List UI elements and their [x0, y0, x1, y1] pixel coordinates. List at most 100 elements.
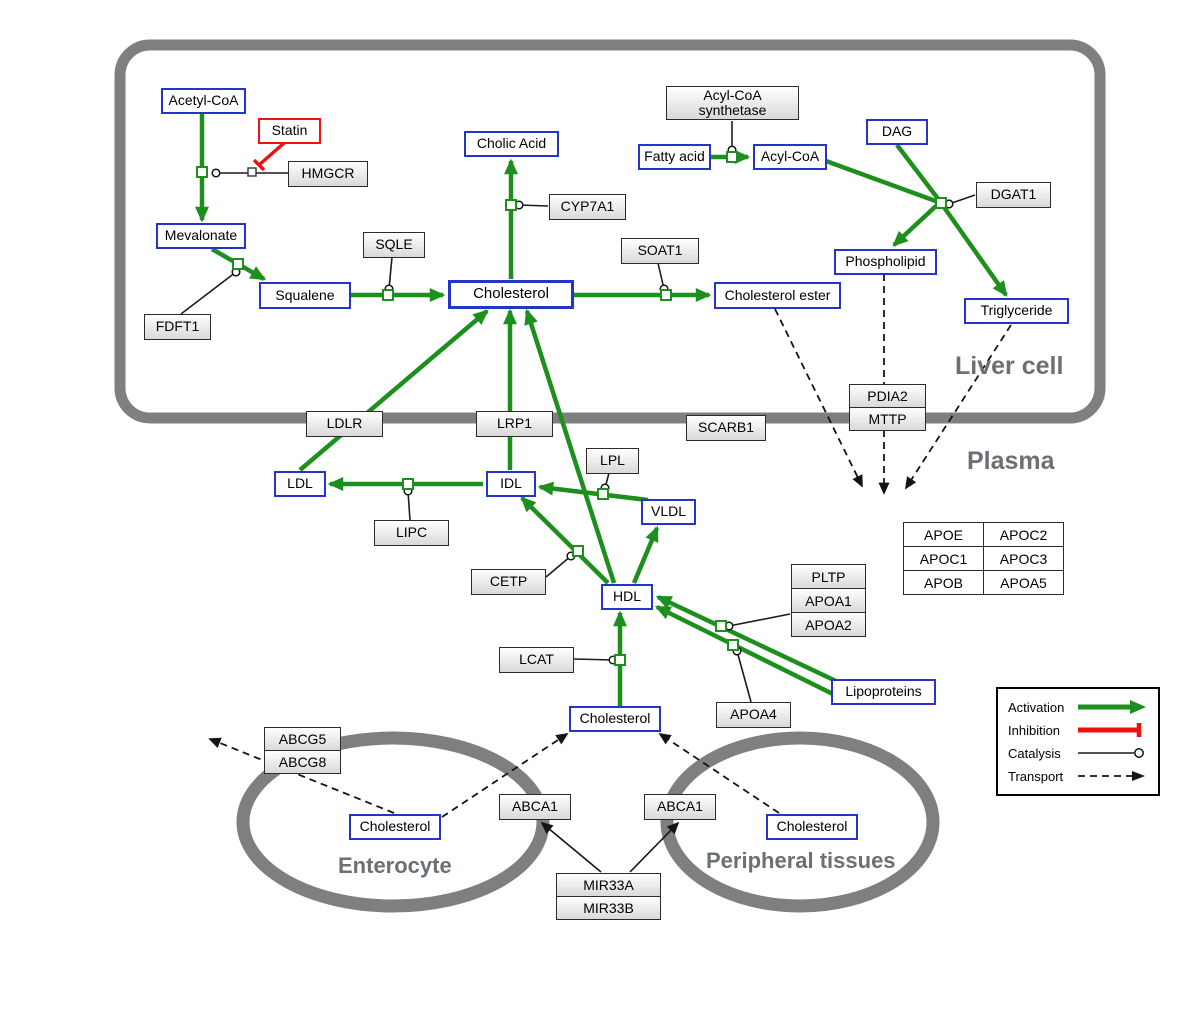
node-apoe[interactable]: APOE [903, 522, 984, 547]
node-statin[interactable]: Statin [258, 118, 321, 144]
node-lcat[interactable]: LCAT [499, 647, 574, 673]
edge-apoa4-catalysis [732, 646, 752, 703]
node-idl[interactable]: IDL [486, 471, 536, 497]
legend-inhibition-label: Inhibition [1008, 722, 1061, 738]
reaction-anchor-hmgcr [247, 167, 257, 177]
node-cholesterol-liver[interactable]: Cholesterol [448, 280, 574, 309]
legend-activation-row: Activation [1008, 698, 1148, 716]
reaction-vldl-idl [597, 488, 609, 500]
node-abca1-right[interactable]: ABCA1 [644, 794, 716, 820]
node-apoc3[interactable]: APOC3 [983, 546, 1064, 571]
reaction-mevalonate-squalene [232, 258, 244, 270]
edge-cholesterolester-secretion [774, 308, 863, 488]
edge-statin-inhibition [257, 141, 286, 167]
edge-fdft1-catalysis [180, 267, 241, 315]
node-hdl[interactable]: HDL [601, 584, 653, 610]
liver-cell-membrane [114, 39, 1106, 424]
legend: Activation Inhibition Catalysis Transpor… [996, 687, 1160, 796]
plasma-label: Plasma [967, 447, 1055, 475]
node-lipoproteins[interactable]: Lipoproteins [831, 679, 936, 705]
node-apoc2[interactable]: APOC2 [983, 522, 1064, 547]
edge-soat1-catalysis [657, 262, 669, 294]
reaction-apoa4 [727, 639, 739, 651]
node-mttp[interactable]: MTTP [849, 407, 926, 431]
node-dag[interactable]: DAG [866, 119, 928, 145]
edge-lpl-catalysis [600, 472, 610, 493]
reaction-dgat1-junction [935, 197, 947, 209]
node-vldl[interactable]: VLDL [641, 499, 696, 525]
edge-dgat1-catalysis [944, 194, 976, 209]
catalysis-symbol [1078, 748, 1144, 758]
node-apob[interactable]: APOB [903, 570, 984, 595]
edge-apoa1-apoa2-catalysis [724, 613, 791, 631]
node-fdft1[interactable]: FDFT1 [144, 314, 211, 340]
node-apoc1[interactable]: APOC1 [903, 546, 984, 571]
node-cholic-acid[interactable]: Cholic Acid [464, 131, 559, 157]
node-acyl-coa[interactable]: Acyl-CoA [753, 144, 827, 170]
node-apoa4[interactable]: APOA4 [716, 702, 791, 728]
node-apoa2[interactable]: APOA2 [791, 612, 866, 637]
node-pltp[interactable]: PLTP [791, 564, 866, 589]
node-cholesterol-plasma[interactable]: Cholesterol [569, 706, 661, 732]
node-abca1-left[interactable]: ABCA1 [499, 794, 571, 820]
complex-pltp-apoa1-apoa2: PLTP APOA1 APOA2 [791, 564, 866, 637]
node-cetp[interactable]: CETP [471, 569, 546, 595]
node-dgat1[interactable]: DGAT1 [976, 182, 1051, 208]
node-pdia2[interactable]: PDIA2 [849, 384, 926, 408]
reaction-squalene-cholesterol [382, 289, 394, 301]
node-cholesterol-peripheral[interactable]: Cholesterol [766, 814, 858, 840]
complex-pdia2-mttp: PDIA2 MTTP [849, 384, 926, 431]
node-scarb1[interactable]: SCARB1 [686, 415, 766, 441]
reaction-cetp [572, 545, 584, 557]
node-apoa5[interactable]: APOA5 [983, 570, 1064, 595]
node-mir33a[interactable]: MIR33A [556, 873, 661, 897]
edge-triglyceride-secretion [905, 324, 1012, 490]
node-abcg5[interactable]: ABCG5 [264, 727, 341, 751]
node-abcg8[interactable]: ABCG8 [264, 750, 341, 774]
node-triglyceride[interactable]: Triglyceride [964, 298, 1069, 324]
reaction-apoa1-apoa2 [715, 620, 727, 632]
edge-hdl-cetp-idl [520, 496, 610, 585]
edge-ldl-ldlr-cholesterol [298, 309, 489, 472]
node-lpl[interactable]: LPL [586, 448, 639, 474]
node-apoa1[interactable]: APOA1 [791, 588, 866, 613]
node-soat1[interactable]: SOAT1 [621, 238, 699, 264]
node-fatty-acid[interactable]: Fatty acid [638, 144, 711, 170]
legend-catalysis-row: Catalysis [1008, 744, 1148, 762]
transport-edges [208, 274, 1012, 818]
node-mevalonate[interactable]: Mevalonate [156, 223, 246, 249]
node-cholesterol-ester[interactable]: Cholesterol ester [714, 282, 841, 309]
node-hmgcr[interactable]: HMGCR [288, 161, 368, 187]
apolipoprotein-table: APOE APOC2 APOC1 APOC3 APOB APOA5 [903, 522, 1064, 595]
edge-cetp-catalysis [545, 551, 576, 578]
enterocyte-label: Enterocyte [338, 853, 452, 878]
inhibition-symbol [1078, 723, 1142, 737]
node-lrp1[interactable]: LRP1 [476, 411, 553, 437]
legend-activation-label: Activation [1008, 699, 1065, 715]
activation-edges [195, 113, 1008, 706]
node-lipc[interactable]: LIPC [374, 520, 449, 546]
edge-dag-junction [895, 143, 941, 202]
node-ldlr[interactable]: LDLR [306, 411, 383, 437]
edge-enterocyte-abcg-export [208, 737, 395, 814]
statin-inhibition-bar [252, 158, 266, 172]
node-acyl-coa-synthetase[interactable]: Acyl-CoA synthetase [666, 86, 799, 120]
edge-junction-triglyceride [939, 201, 1008, 297]
node-sqle[interactable]: SQLE [363, 232, 425, 258]
node-phospholipid[interactable]: Phospholipid [834, 249, 937, 275]
node-squalene[interactable]: Squalene [259, 282, 351, 309]
node-acetyl-coa[interactable]: Acetyl-CoA [161, 88, 246, 114]
edge-hdl-cholesterol [524, 308, 617, 584]
node-mir33b[interactable]: MIR33B [556, 896, 661, 920]
reaction-acetylcoa-mevalonate [196, 166, 208, 178]
complex-abcg5-abcg8: ABCG5 ABCG8 [264, 727, 341, 774]
node-cholesterol-enterocyte[interactable]: Cholesterol [349, 814, 441, 840]
node-ldl[interactable]: LDL [274, 471, 326, 497]
legend-catalysis-label: Catalysis [1008, 745, 1061, 761]
edge-sqle-catalysis [384, 256, 394, 294]
transport-symbol [1078, 771, 1145, 781]
reaction-cholesterol-cholicacid [505, 199, 517, 211]
edge-mir33-abca1-left [540, 821, 602, 873]
node-cyp7a1[interactable]: CYP7A1 [549, 194, 626, 220]
